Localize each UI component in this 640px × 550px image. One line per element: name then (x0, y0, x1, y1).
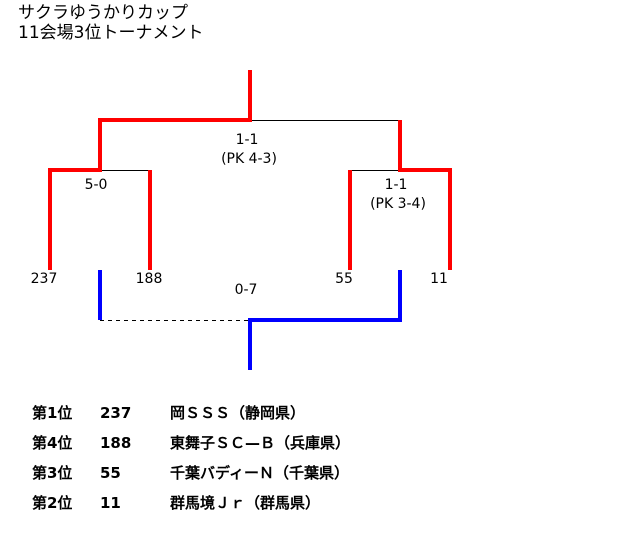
tournament-subtitle: 11会場3位トーナメント (18, 23, 204, 43)
tournament-name: サクラゆうかりカップ (18, 3, 188, 23)
team-label: 55 (335, 271, 353, 287)
team-name: 岡ＳＳＳ（静岡県） (170, 404, 306, 422)
team-label: 11 (430, 271, 448, 287)
rank: 第2位 (32, 494, 73, 512)
semi-right-winner-path (398, 120, 452, 270)
team-number: 237 (100, 404, 132, 422)
third-place-score: 0-7 (234, 282, 258, 298)
team-name: 千葉バディーＮ（千葉県） (170, 464, 349, 482)
team-label: 188 (135, 271, 163, 287)
rank: 第4位 (32, 434, 73, 452)
team-number: 55 (100, 464, 121, 482)
third-place-winner-path (248, 270, 402, 370)
semi-right-score: 1-1 (384, 177, 408, 193)
semi-left-score: 5-0 (84, 177, 108, 193)
rank: 第3位 (32, 464, 73, 482)
team-number: 11 (100, 494, 121, 512)
winner-path (48, 70, 252, 270)
team-number: 188 (100, 434, 132, 452)
team-name: 東舞子ＳＣ—Ｂ（兵庫県） (170, 434, 351, 452)
final-score: 1-1 (235, 132, 259, 148)
rank: 第1位 (32, 404, 73, 422)
team-label: 237 (30, 271, 58, 287)
semi-right-pk: (PK 3-4) (370, 196, 426, 212)
final-pk: (PK 4-3) (221, 151, 277, 167)
team-name: 群馬境Ｊｒ（群馬県） (170, 494, 321, 512)
